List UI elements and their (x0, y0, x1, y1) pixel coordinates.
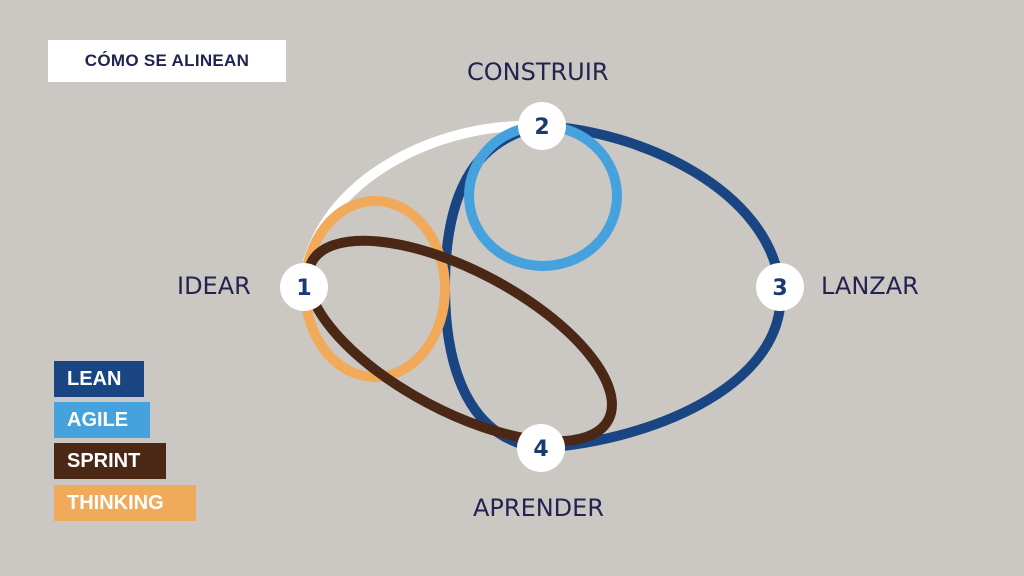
node-2-number: 2 (534, 115, 549, 140)
stage-label-construir: CONSTRUIR (467, 58, 609, 86)
node-4: 4 (517, 424, 565, 472)
node-1-number: 1 (296, 276, 311, 301)
stage-label-aprender: APRENDER (473, 494, 605, 522)
node-1: 1 (280, 263, 328, 311)
node-3: 3 (756, 263, 804, 311)
legend-lean: LEAN (54, 361, 144, 397)
stage-label-idear: IDEAR (177, 272, 251, 300)
legend-thinking: THINKING (54, 485, 196, 521)
stage-label-lanzar: LANZAR (821, 272, 919, 300)
sprint-loop (303, 235, 617, 447)
legend-agile: AGILE (54, 402, 150, 438)
legend-sprint: SPRINT (54, 443, 166, 479)
node-3-number: 3 (772, 276, 787, 301)
title-box: CÓMO SE ALINEAN (48, 40, 286, 82)
diagram-title: CÓMO SE ALINEAN (84, 51, 250, 70)
node-4-number: 4 (533, 437, 548, 462)
lean-loop (439, 120, 786, 454)
node-2: 2 (518, 102, 566, 150)
